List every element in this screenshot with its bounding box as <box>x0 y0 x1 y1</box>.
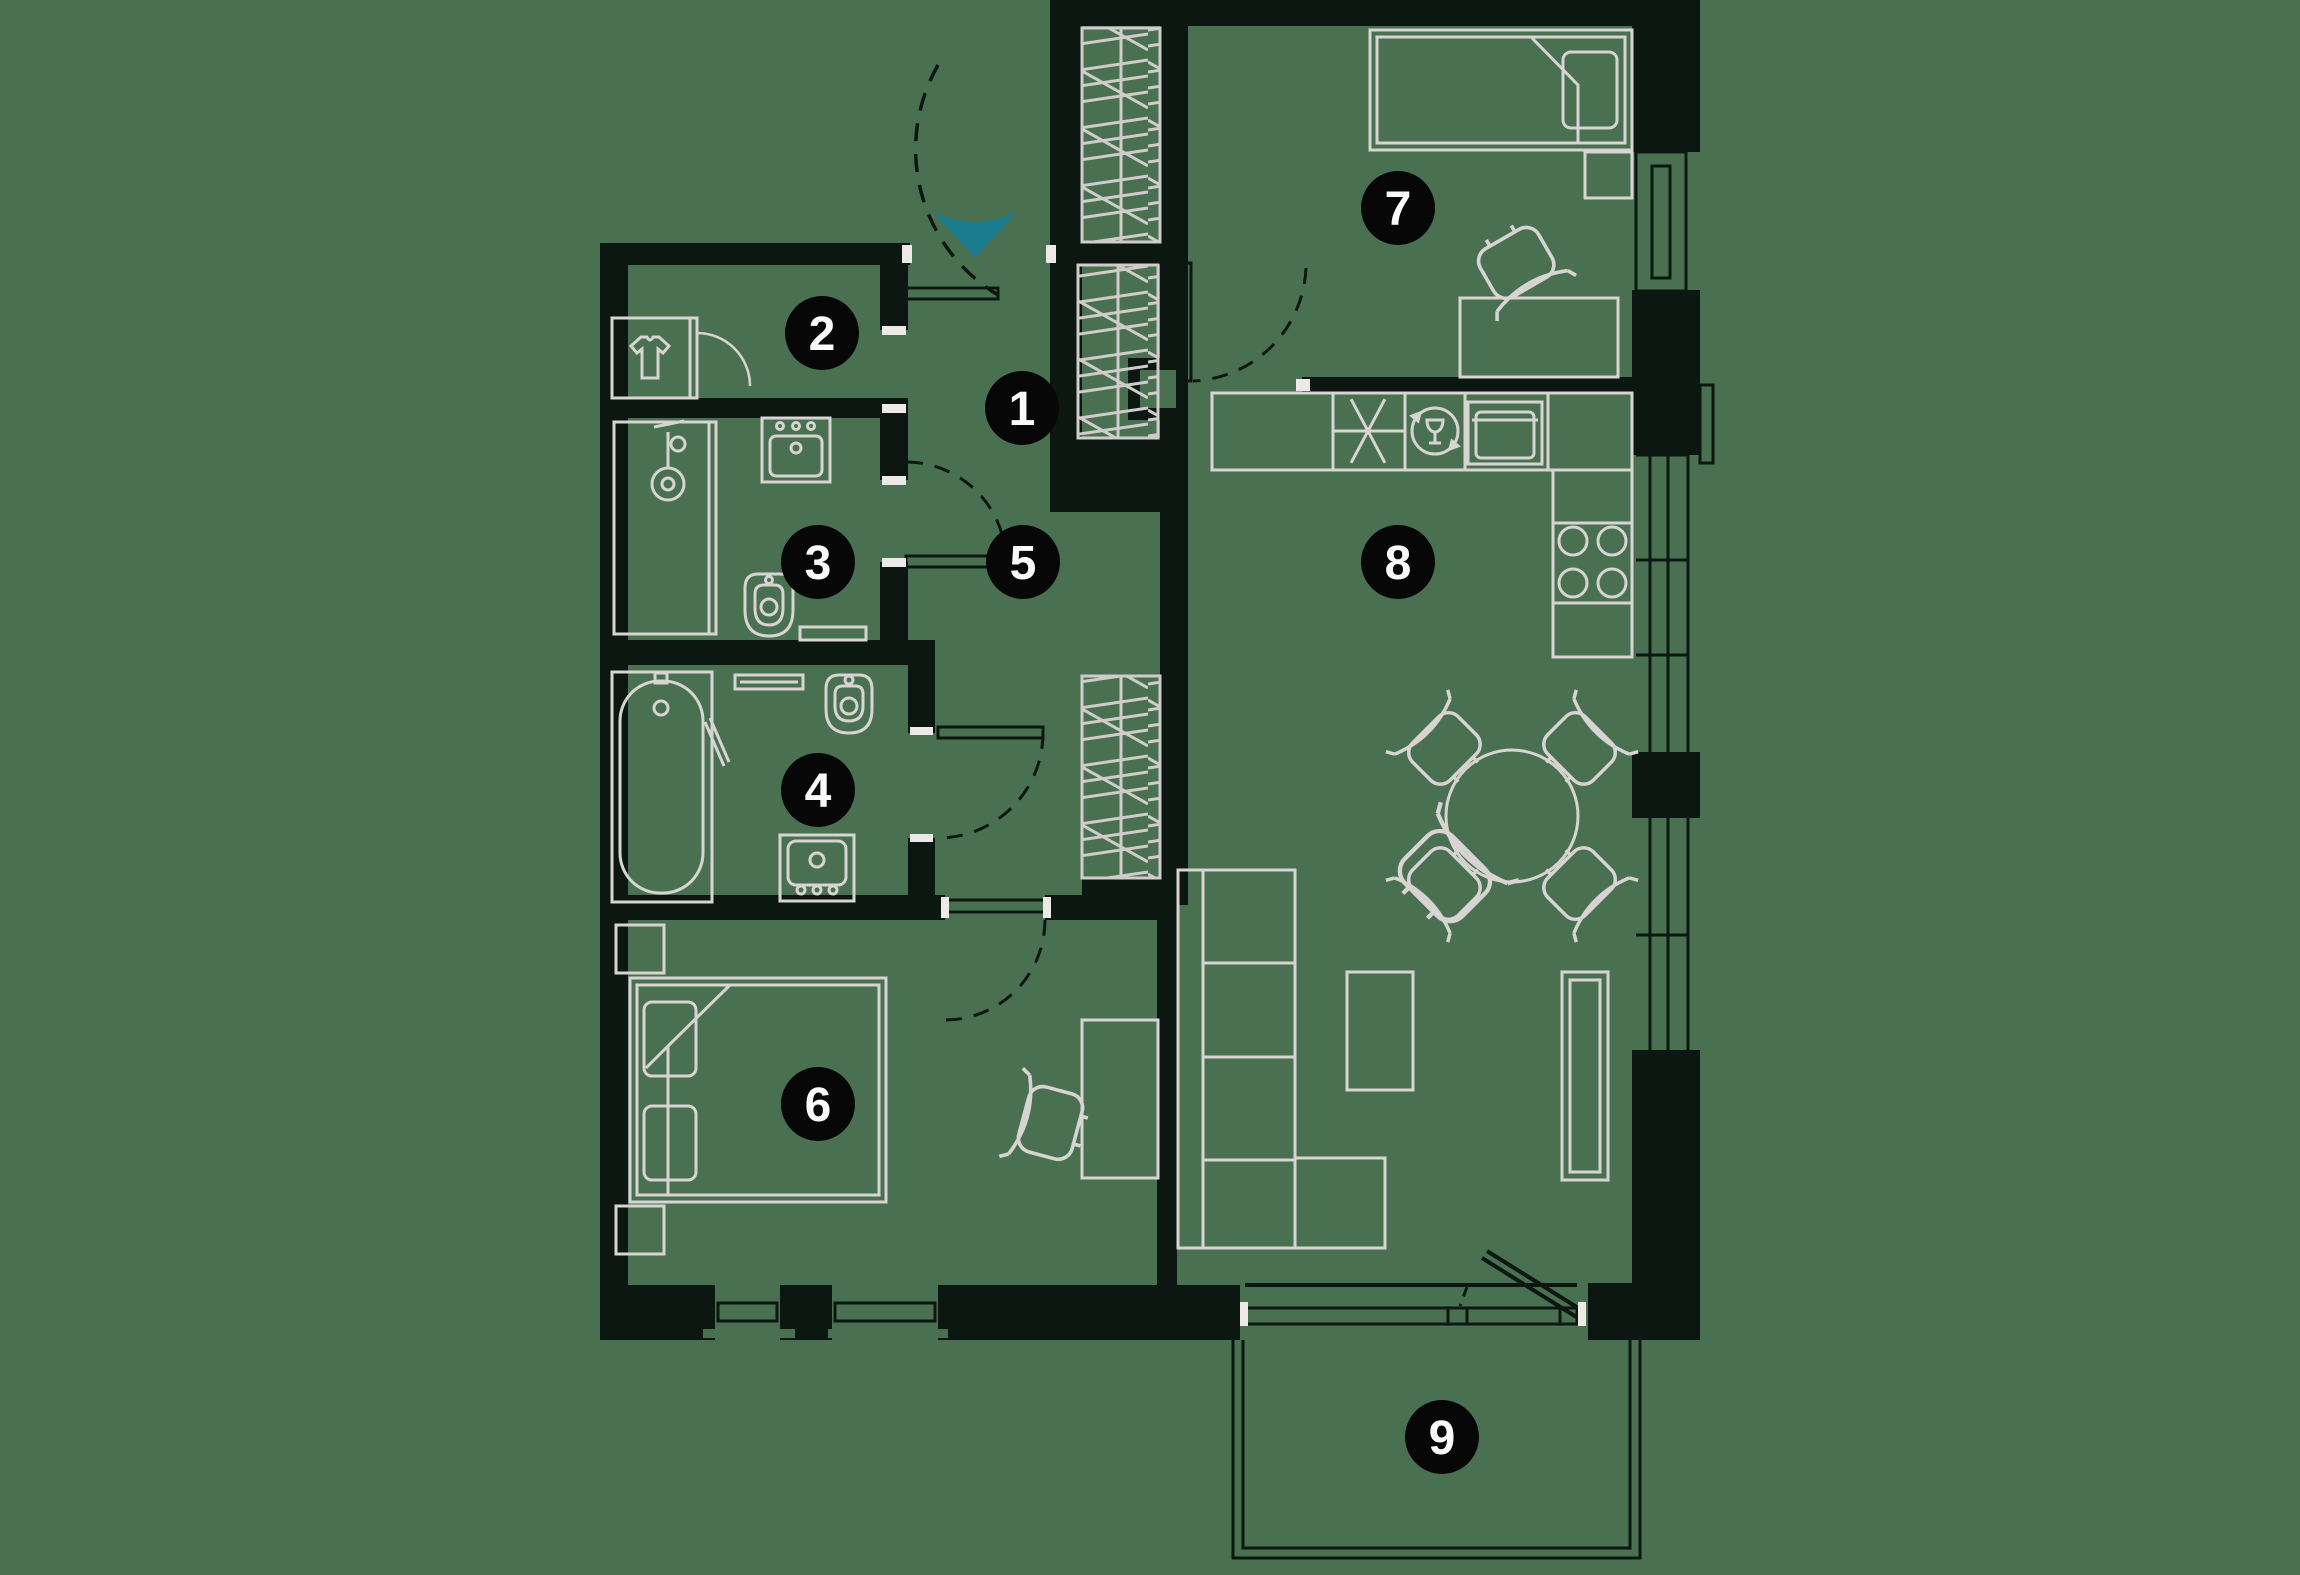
window-bedroom-sill <box>703 1329 795 1338</box>
single-bed <box>1368 28 1634 152</box>
doors <box>888 64 1585 1326</box>
furniture <box>610 28 1640 1256</box>
room-badge-4: 4 <box>781 753 855 827</box>
room-badge-1: 1 <box>985 371 1059 445</box>
wall-top-left <box>600 243 910 265</box>
room-badge-5: 5 <box>986 525 1060 599</box>
wardrobe <box>610 316 752 400</box>
blanket-fold <box>644 983 732 1194</box>
shower <box>612 419 718 636</box>
kitchen-sink <box>1466 400 1544 466</box>
nightstand <box>614 923 666 975</box>
kitchen-door-leaf <box>1178 261 1193 383</box>
wall-right-upper <box>1632 290 1700 455</box>
room-badge-4-label: 4 <box>805 765 832 818</box>
kitchen-column <box>1551 468 1634 659</box>
room-badge-2: 2 <box>785 296 859 370</box>
window-bedroom-large-sill <box>828 1329 948 1338</box>
entrance-arrow-icon <box>933 212 1017 258</box>
room-badge-2-label: 2 <box>809 308 836 361</box>
wall-room3-room4 <box>600 640 935 665</box>
toilet <box>743 572 795 638</box>
wall-shaft-bottom-band <box>1050 438 1188 512</box>
room4-door-swing <box>937 732 1045 840</box>
facade-protrusion <box>1698 383 1715 465</box>
balcony-door-leaf <box>1480 1249 1585 1320</box>
entrance-door-swing <box>913 64 999 297</box>
room4-door-leaf <box>936 725 1045 740</box>
right-windows <box>1634 150 1715 1050</box>
wall-room6-top-b <box>1045 895 1160 920</box>
room-badge-6-label: 6 <box>805 1079 832 1132</box>
kitchen-door-swing <box>1192 267 1308 383</box>
double-bed <box>628 976 888 1204</box>
entrance-door-leaf <box>888 286 1000 301</box>
wall-right-pier <box>1632 752 1700 818</box>
door-jambs <box>882 245 1586 1326</box>
wardrobe-door-swing <box>696 331 752 387</box>
washing-machine <box>778 833 856 903</box>
nightstand <box>1583 150 1634 200</box>
balcony-door-top-line <box>1245 1283 1577 1287</box>
room7-desk <box>1458 296 1620 379</box>
freezer-icon <box>1332 398 1404 464</box>
room-badge-9: 9 <box>1405 1400 1479 1474</box>
bidet <box>824 673 874 735</box>
shower-head-icon <box>650 466 686 502</box>
window-room7 <box>1634 150 1688 293</box>
room-badge-3-label: 3 <box>805 537 832 590</box>
wall-room4-right-a <box>908 665 935 733</box>
bathroom-sink <box>760 416 832 484</box>
wall-shaft-top-band <box>1050 243 1175 265</box>
nightstand <box>614 1204 666 1256</box>
coffee-table <box>1345 970 1415 1092</box>
tv-console <box>1560 970 1610 1182</box>
wall-right-corner <box>1632 0 1700 152</box>
wall-bedroom-right <box>1157 905 1177 1285</box>
wall-room7-room8 <box>1302 377 1632 393</box>
tshirt-icon <box>628 335 672 380</box>
wall-bottom-corner <box>1588 1283 1700 1340</box>
bottom-windows <box>703 1285 948 1340</box>
room-badge-7: 7 <box>1361 171 1435 245</box>
room-badge-7-label: 7 <box>1385 183 1412 236</box>
room-badge-3: 3 <box>781 525 855 599</box>
walls <box>600 0 1700 1340</box>
pillow <box>642 1000 698 1078</box>
room-badge-8-label: 8 <box>1385 537 1412 590</box>
wall-bottom-a <box>600 1285 715 1340</box>
kitchen-counter <box>1210 391 1634 472</box>
balcony-outline <box>1231 1340 1642 1560</box>
balcony-door-tick <box>1458 1286 1469 1307</box>
bathroom-shelf <box>798 625 868 642</box>
sofa <box>1176 868 1387 1250</box>
bathtub <box>610 670 731 904</box>
dishwasher-icon <box>1409 406 1461 456</box>
wall-bottom-c <box>938 1285 1240 1340</box>
blanket-fold <box>1530 36 1580 142</box>
room-badges: 1 2 3 4 5 6 7 8 <box>781 171 1479 1474</box>
towel-rail <box>733 673 805 691</box>
room-badge-6: 6 <box>781 1067 855 1141</box>
pillow <box>642 1104 698 1182</box>
room-badge-1-label: 1 <box>1009 383 1036 436</box>
wall-room2-room3 <box>600 398 908 418</box>
hob-icon <box>1557 525 1628 599</box>
bedroom-desk <box>1080 1018 1160 1180</box>
wall-room2-right-c <box>880 562 908 640</box>
wall-room2-right-b <box>880 418 908 480</box>
living-glazing <box>1636 453 1690 1050</box>
wall-room6-top-a <box>600 895 945 920</box>
pillow <box>1561 50 1619 130</box>
room-badge-9-label: 9 <box>1429 1412 1456 1465</box>
room-badge-5-label: 5 <box>1010 537 1037 590</box>
room-badge-8: 8 <box>1361 525 1435 599</box>
closet-hatches <box>1076 26 1162 880</box>
